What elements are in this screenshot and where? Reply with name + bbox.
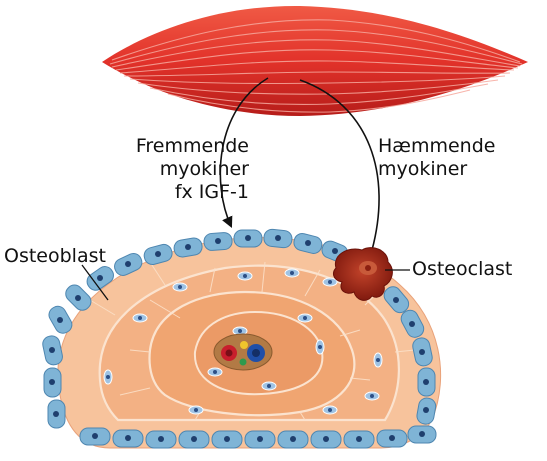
inhibiting-line-2: myokiner	[378, 158, 468, 180]
bone-cross-section-icon	[42, 228, 442, 449]
inhibiting-myokines-label: Hæmmende myokiner	[378, 135, 495, 181]
stimulating-line-1: Fremmende	[135, 135, 249, 157]
stimulating-arrow	[219, 77, 269, 229]
inhibiting-line-1: Hæmmende	[378, 135, 496, 157]
osteoclast-label: Osteoclast	[412, 258, 513, 280]
stimulating-myokines-label: Fremmende myokiner fx IGF-1	[85, 135, 249, 204]
muscle-icon	[102, 5, 528, 116]
osteoclast-icon	[333, 247, 393, 301]
inhibiting-connector	[299, 79, 380, 251]
osteoblast-leader	[81, 264, 109, 301]
stimulating-line-3: fx IGF-1	[174, 181, 249, 203]
stimulating-line-2: myokiner	[159, 158, 249, 180]
osteoblast-label: Osteoblast	[4, 245, 106, 267]
central-canal	[213, 333, 273, 371]
